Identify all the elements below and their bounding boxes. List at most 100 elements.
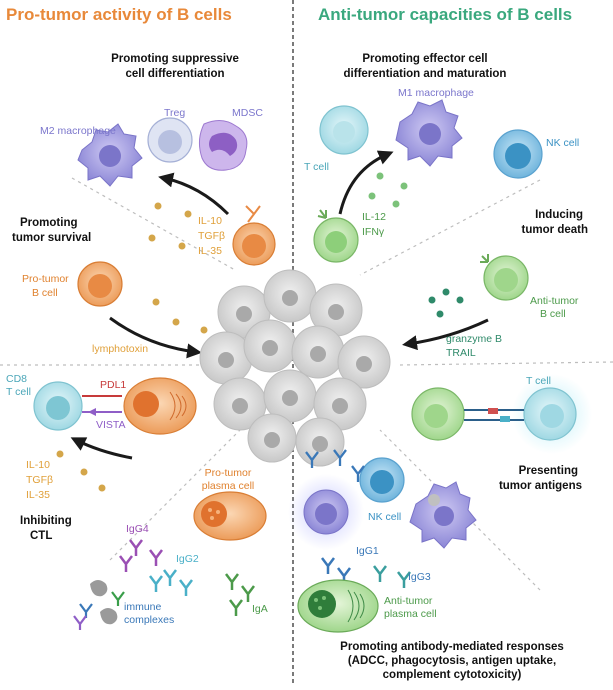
anti-tumor-plasma-cell — [297, 579, 379, 633]
m1-macrophage-cell — [395, 99, 463, 167]
cytokine-ifng: IFNγ — [362, 226, 385, 238]
arrow-survival — [109, 316, 202, 359]
cytokines-bottom-label: IL-10 TGFβ IL-35 — [26, 459, 53, 501]
label-line: B cell — [540, 308, 566, 320]
section-title-line: tumor death — [522, 224, 588, 236]
anti-tumor-bcell-upper — [313, 209, 359, 263]
macrophage-lower-right — [409, 481, 477, 549]
section-death-title: Inducing tumor death — [522, 209, 588, 236]
cytokine-dots-top — [148, 202, 192, 250]
iga-antibodies — [225, 573, 255, 616]
bound-antibodies — [305, 449, 365, 482]
nk-cell-lower-label: NK cell — [368, 511, 401, 523]
cytokine-dots-bottom — [56, 450, 106, 492]
igg2-label: IgG2 — [176, 553, 199, 565]
tcell-upper — [319, 105, 369, 155]
pdl1-vista-receptors — [82, 395, 122, 416]
section-survival-title: Promoting tumor survival — [12, 217, 91, 244]
label-line: Anti-tumor — [530, 295, 579, 307]
section-title-line: cell differentiation — [125, 68, 224, 80]
section-title-line: Inducing — [535, 209, 583, 221]
cytokine-il12: IL-12 — [362, 211, 386, 223]
anti-tumor-bcell-label: Anti-tumor B cell — [530, 295, 579, 320]
header-pro-tumor: Pro-tumor activity of B cells — [6, 5, 232, 24]
anti-tumor-bcell-presenting — [411, 387, 465, 441]
section-title-line: complement cytotoxicity) — [383, 669, 522, 681]
tcell-label: T cell — [304, 161, 329, 173]
m1-macrophage-label: M1 macrophage — [398, 87, 474, 99]
vista-label: VISTA — [96, 419, 126, 431]
section-ctl-title: Inhibiting CTL — [20, 515, 72, 542]
immune-complexes-graphic — [73, 580, 125, 630]
section-title-line: tumor survival — [12, 232, 91, 244]
mdsc-label: MDSC — [232, 107, 263, 119]
section-title-line: Promoting — [20, 217, 78, 229]
section-antibody-title: Promoting antibody-mediated responses (A… — [340, 641, 564, 681]
label-line: Pro-tumor — [22, 273, 69, 285]
cytokine-il10: IL-10 — [26, 459, 50, 471]
cytokine-il35: IL-35 — [26, 489, 50, 501]
igg4-antibodies — [119, 539, 163, 572]
mhc-tcr-synapse — [464, 408, 524, 422]
treg-label: Treg — [164, 107, 185, 119]
arrow-ctl — [70, 437, 133, 460]
section-title-line: Inhibiting — [20, 515, 72, 527]
tumor-cluster — [199, 269, 391, 467]
label-line: complexes — [124, 614, 174, 626]
cytokine-il10: IL-10 — [198, 215, 222, 227]
section-title-line: differentiation and maturation — [344, 68, 507, 80]
lymphotoxin-label: lymphotoxin — [92, 343, 148, 355]
label-line: Pro-tumor — [205, 467, 252, 479]
m2-macrophage-cell — [77, 123, 143, 187]
mdsc-cell — [198, 120, 248, 171]
section-title-line: Promoting suppressive — [111, 53, 239, 65]
pro-tumor-bcell-label: Pro-tumor B cell — [22, 273, 69, 299]
m2-macrophage-label: M2 macrophage — [40, 125, 116, 137]
section-title-line: CTL — [30, 530, 52, 542]
section-title-line: Promoting antibody-mediated responses — [340, 641, 564, 653]
label-line: immune — [124, 601, 162, 613]
tcell-presenting — [523, 387, 577, 441]
nk-cell-lower — [359, 457, 405, 503]
cytokines-right-label: IL-12 IFNγ — [362, 211, 386, 238]
pro-tumor-plasma-cell — [193, 491, 267, 541]
arrow-effector — [338, 150, 394, 215]
cytokines-top-label: IL-10 TGFβ IL-35 — [198, 215, 225, 257]
igg4-label: IgG4 — [126, 523, 149, 535]
iga-label: IgA — [252, 603, 268, 615]
lymphotoxin-dots — [152, 298, 208, 334]
cd8-label: CD8 T cell — [6, 373, 31, 398]
tcell-presenting-label: T cell — [526, 375, 551, 387]
igg3-label: IgG3 — [408, 571, 431, 583]
section-title-line: Presenting — [519, 465, 578, 477]
immune-complexes-label: immune complexes — [124, 601, 174, 626]
pro-tumor-bcell-upper — [232, 205, 276, 266]
label-line: Anti-tumor — [384, 595, 433, 607]
section-presenting-title: Presenting tumor antigens — [499, 465, 582, 492]
pdl1-label: PDL1 — [100, 379, 126, 391]
granzyme-dots — [428, 288, 464, 318]
cytokine-tgfb: TGFβ — [198, 230, 225, 242]
label-line: granzyme B — [446, 333, 502, 345]
macrophage-lower-left — [303, 489, 349, 535]
cytokine-tgfb: TGFβ — [26, 474, 53, 486]
section-title-line: (ADCC, phagocytosis, antigen uptake, — [348, 655, 556, 667]
nk-cell-upper — [493, 129, 543, 179]
nk-cell-label: NK cell — [546, 137, 579, 149]
label-line: B cell — [32, 287, 58, 299]
cd8-tcell — [33, 381, 83, 431]
section-title-line: Promoting effector cell — [362, 53, 487, 65]
cytokine-il35: IL-35 — [198, 245, 222, 257]
treg-cell — [147, 117, 193, 163]
section-effector-title: Promoting effector cell differentiation … — [344, 53, 507, 80]
label-line: T cell — [6, 386, 31, 398]
section-suppressive-title: Promoting suppressive cell differentiati… — [111, 53, 239, 80]
label-line: CD8 — [6, 373, 27, 385]
anti-tumor-bcell — [480, 254, 529, 301]
pro-tumor-plasma-label: Pro-tumor plasma cell — [202, 467, 255, 492]
igg3-antibodies — [373, 565, 411, 588]
arrow-death — [402, 318, 489, 351]
arrow-suppressive — [158, 172, 230, 216]
pro-tumor-plasma-upper — [123, 377, 197, 435]
